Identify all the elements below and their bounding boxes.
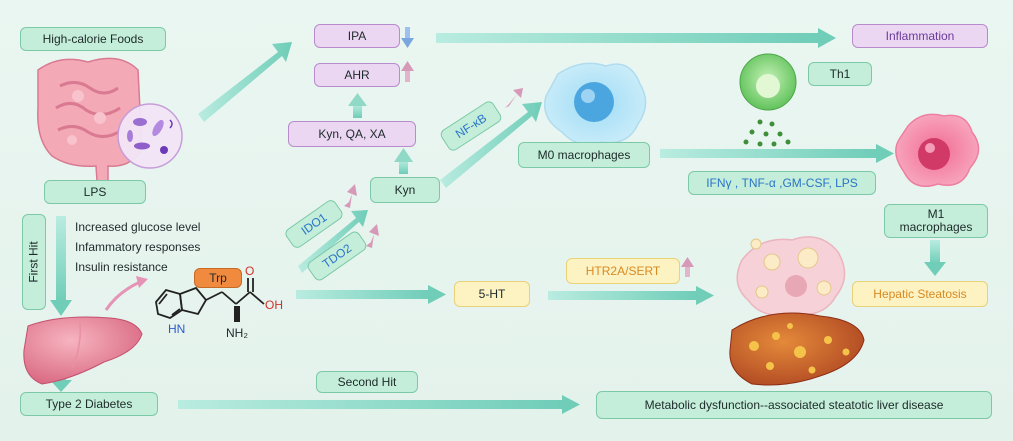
inflammation-box: Inflammation: [852, 24, 988, 48]
second-hit-box: Second Hit: [316, 371, 418, 393]
symptom-inflammatory: Infammatory responses: [75, 240, 201, 254]
five-ht-label: 5-HT: [478, 287, 506, 301]
curved-arrow-to-trp-icon: [104, 276, 148, 311]
arrow-kyn-up: [394, 148, 413, 174]
kyn-box: Kyn: [370, 177, 440, 203]
arrow-m0-to-m1: [660, 144, 894, 163]
th1-cell-illustration: [739, 53, 797, 147]
arrow-trp-to-5ht: [296, 285, 446, 304]
arrow-gut-to-ipa: [198, 42, 292, 122]
trp-label: Trp: [209, 271, 227, 285]
high-calorie-foods-box: High-calorie Foods: [20, 27, 166, 51]
lps-label: LPS: [83, 185, 107, 199]
lps-box: LPS: [44, 180, 146, 204]
symptom-insulin: Insulin resistance: [75, 260, 168, 274]
fatty-liver-illustration: [729, 312, 865, 386]
arrow-second-hit: [178, 395, 580, 414]
first-hit-box: First Hit: [22, 214, 46, 310]
up-arrow-htr2a-icon: [681, 257, 694, 277]
hepatic-steatosis-label: Hepatic Steatosis: [873, 287, 967, 301]
microbiota-bubble: [117, 103, 183, 169]
trp-badge: Trp: [194, 268, 242, 288]
m0-macrophages-box: M0 macrophages: [518, 142, 650, 168]
arrow-m1-to-steatosis: [924, 240, 946, 276]
cytokines-box: IFNγ , TNF-α ,GM-CSF, LPS: [688, 171, 876, 195]
m1-macrophage-illustration: [895, 113, 980, 187]
arrow-first-hit-down: [50, 216, 72, 316]
m1-label-line2: macrophages: [899, 220, 973, 234]
th1-label: Th1: [829, 67, 851, 81]
m0-macrophage-illustration: [544, 62, 647, 146]
up-arrow-ahr-icon: [401, 61, 414, 82]
symptom-glucose: Increased glucose level: [75, 220, 201, 234]
carbonyl-o-label: O: [245, 264, 255, 278]
ipa-label: IPA: [347, 29, 367, 43]
mafld-box: Metabolic dysfunction--associated steato…: [596, 391, 992, 419]
intestine-illustration: [37, 57, 143, 197]
steatotic-hepatocytes-illustration: [736, 236, 846, 317]
m0-macrophages-label: M0 macrophages: [537, 148, 631, 162]
ahr-label: AHR: [344, 68, 370, 82]
high-calorie-foods-label: High-calorie Foods: [42, 32, 144, 46]
th1-box: Th1: [808, 62, 872, 86]
ipa-box: IPA: [314, 24, 400, 48]
five-ht-box: 5-HT: [454, 281, 530, 307]
up-arrow-nfkb-icon: [505, 88, 523, 108]
liver-illustration: [23, 316, 143, 385]
type2-diabetes-label: Type 2 Diabetes: [45, 397, 133, 411]
second-hit-label: Second Hit: [337, 375, 397, 389]
arrow-kynqaxa-to-ahr: [348, 93, 367, 118]
arrow-ipa-to-inflammation: [436, 28, 836, 48]
arrow-kyn-to-m0: [440, 102, 542, 188]
type2-diabetes-box: Type 2 Diabetes: [20, 392, 158, 416]
up-arrow-ido1-icon: [344, 184, 357, 208]
inflammation-label: Inflammation: [885, 29, 955, 43]
kyn-qa-xa-box: Kyn, QA, XA: [288, 121, 416, 147]
hydroxyl-oh-label: OH: [265, 298, 283, 312]
tryptophan-structure: [155, 278, 265, 322]
arrow-5ht-to-steatosis: [548, 286, 714, 305]
amine-nh2-label: NH₂: [226, 326, 248, 340]
htr2a-sert-label: HTR2A/SERT: [585, 264, 661, 278]
first-hit-label: First Hit: [27, 241, 42, 283]
indole-nh-label: HN: [168, 322, 186, 336]
up-arrow-tdo2-icon: [366, 224, 379, 248]
m1-macrophages-box: M1 macrophages: [884, 204, 988, 238]
kyn-qa-xa-label: Kyn, QA, XA: [318, 127, 386, 141]
mafld-label: Metabolic dysfunction--associated steato…: [644, 398, 944, 412]
cytokines-label: IFNγ , TNF-α ,GM-CSF, LPS: [706, 176, 858, 190]
down-arrow-ipa-icon: [401, 27, 414, 48]
ahr-box: AHR: [314, 63, 400, 87]
hepatic-steatosis-box: Hepatic Steatosis: [852, 281, 988, 307]
htr2a-sert-box: HTR2A/SERT: [566, 258, 680, 284]
m1-label-line1: M1: [927, 207, 945, 221]
kyn-label: Kyn: [394, 183, 416, 197]
